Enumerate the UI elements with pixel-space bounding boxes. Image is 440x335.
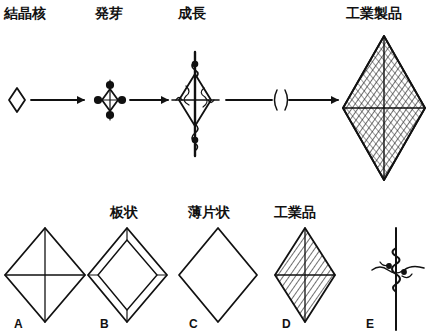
stage-label: 工業製品 xyxy=(346,6,402,21)
stage-arrow xyxy=(130,99,168,101)
growth-figure xyxy=(172,52,219,156)
nucleus-diamond xyxy=(9,88,25,112)
break-mark xyxy=(275,90,288,110)
stage-label: 成長 xyxy=(178,6,206,21)
stage-arrow xyxy=(31,99,84,101)
stage-label: 板状 xyxy=(110,205,138,220)
stage-label: 工業品 xyxy=(274,205,316,220)
figure-letter: E xyxy=(366,318,374,331)
stage-label: 結晶核 xyxy=(4,6,46,21)
sprout-figure xyxy=(95,80,125,120)
stage-arrow xyxy=(289,99,338,101)
stage-arrow xyxy=(226,99,272,101)
stage-label: 薄片状 xyxy=(188,205,230,220)
product-crystal xyxy=(343,36,425,180)
figure-letter: D xyxy=(282,318,291,331)
stage-label: 発芽 xyxy=(95,6,123,21)
crystal-c xyxy=(179,228,257,322)
figure-letter: C xyxy=(189,318,198,331)
crystal-a xyxy=(5,228,85,322)
figure-letter: A xyxy=(14,318,23,331)
crystal-d xyxy=(275,228,335,322)
figure-letter: B xyxy=(100,318,109,331)
crystal-b xyxy=(88,228,167,322)
crystal-e xyxy=(372,228,424,330)
